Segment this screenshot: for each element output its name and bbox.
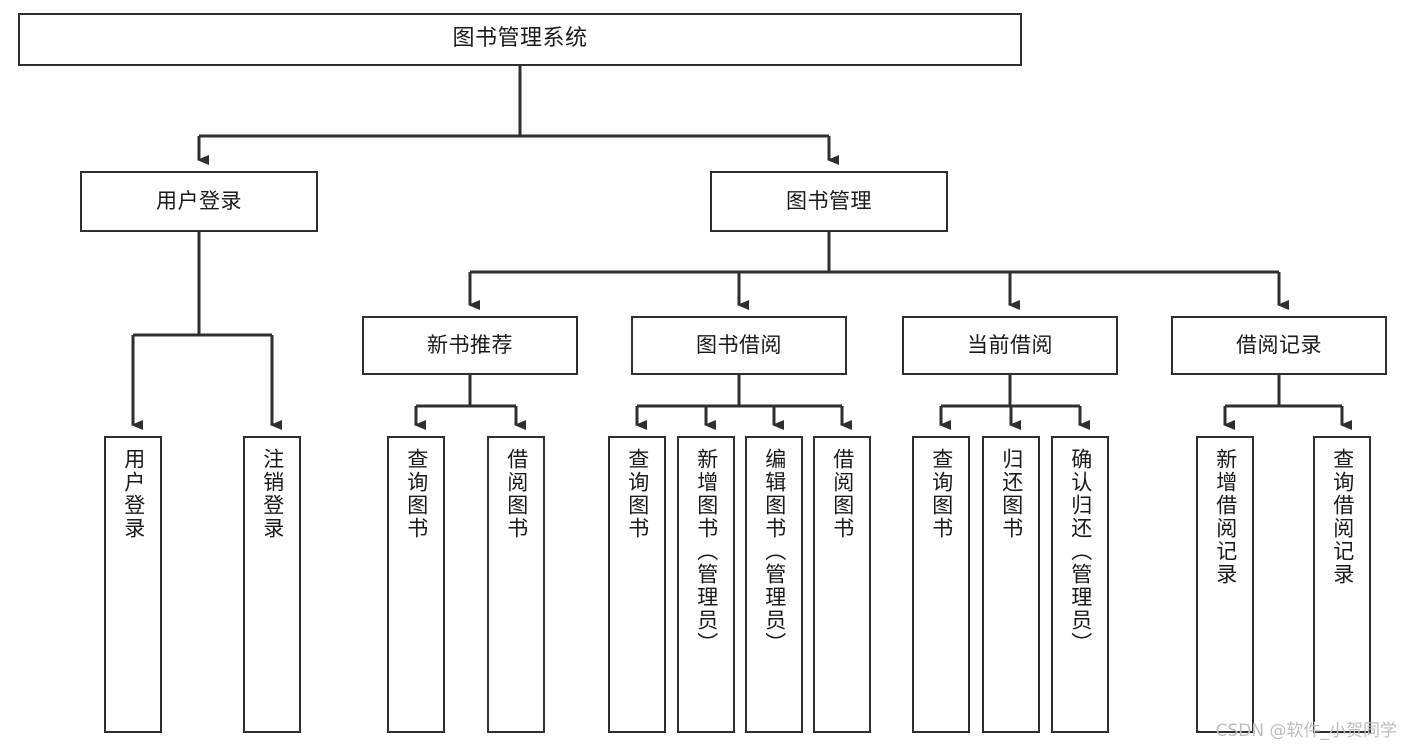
leaf-logout-label: 注销登录 [260, 448, 285, 540]
leaf-confirm-return[interactable]: 确认归还（管理员） [1051, 436, 1109, 733]
node-user-login[interactable]: 用户登录 [80, 171, 318, 232]
leaf-logout[interactable]: 注销登录 [243, 436, 301, 733]
leaf-return-book-label: 归还图书 [999, 448, 1024, 540]
node-root-label: 图书管理系统 [452, 26, 588, 52]
leaf-query-borrow-record-label: 查询借阅记录 [1330, 448, 1355, 586]
leaf-query-book-recommend-label: 查询图书 [404, 448, 429, 540]
node-borrow-record[interactable]: 借阅记录 [1171, 316, 1387, 375]
leaf-add-borrow-record-label: 新增借阅记录 [1213, 448, 1238, 586]
node-user-login-label: 用户登录 [156, 188, 242, 213]
node-current-borrow[interactable]: 当前借阅 [902, 316, 1118, 375]
csdn-watermark: CSDN @软件_小贺同学 [1215, 721, 1397, 741]
node-borrow-record-label: 借阅记录 [1236, 332, 1322, 357]
leaf-edit-book[interactable]: 编辑图书（管理员） [745, 436, 803, 733]
leaf-borrow-book-recommend-label: 借阅图书 [504, 448, 529, 540]
leaf-add-book[interactable]: 新增图书（管理员） [677, 436, 735, 733]
node-book-manage-label: 图书管理 [786, 188, 872, 213]
node-book-borrow-label: 图书借阅 [696, 332, 782, 357]
leaf-query-book-current-label: 查询图书 [929, 448, 954, 540]
leaf-return-book[interactable]: 归还图书 [982, 436, 1040, 733]
leaf-query-book-current[interactable]: 查询图书 [912, 436, 970, 733]
leaf-user-login[interactable]: 用户登录 [104, 436, 162, 733]
leaf-borrow-book[interactable]: 借阅图书 [813, 436, 871, 733]
leaf-add-borrow-record[interactable]: 新增借阅记录 [1196, 436, 1254, 733]
leaf-confirm-return-label: 确认归还（管理员） [1068, 448, 1093, 655]
node-current-borrow-label: 当前借阅 [967, 332, 1053, 357]
leaf-query-book-borrow-label: 查询图书 [625, 448, 650, 540]
node-book-borrow[interactable]: 图书借阅 [631, 316, 847, 375]
node-new-book-recommend[interactable]: 新书推荐 [362, 316, 578, 375]
leaf-edit-book-label: 编辑图书（管理员） [762, 448, 787, 655]
leaf-query-book-borrow[interactable]: 查询图书 [608, 436, 666, 733]
leaf-query-book-recommend[interactable]: 查询图书 [387, 436, 445, 733]
node-root[interactable]: 图书管理系统 [18, 13, 1022, 66]
node-new-book-recommend-label: 新书推荐 [427, 332, 513, 357]
leaf-borrow-book-recommend[interactable]: 借阅图书 [487, 436, 545, 733]
node-book-manage[interactable]: 图书管理 [710, 171, 948, 232]
leaf-query-borrow-record[interactable]: 查询借阅记录 [1313, 436, 1371, 733]
leaf-borrow-book-label: 借阅图书 [830, 448, 855, 540]
leaf-add-book-label: 新增图书（管理员） [694, 448, 719, 655]
leaf-user-login-label: 用户登录 [121, 448, 146, 540]
